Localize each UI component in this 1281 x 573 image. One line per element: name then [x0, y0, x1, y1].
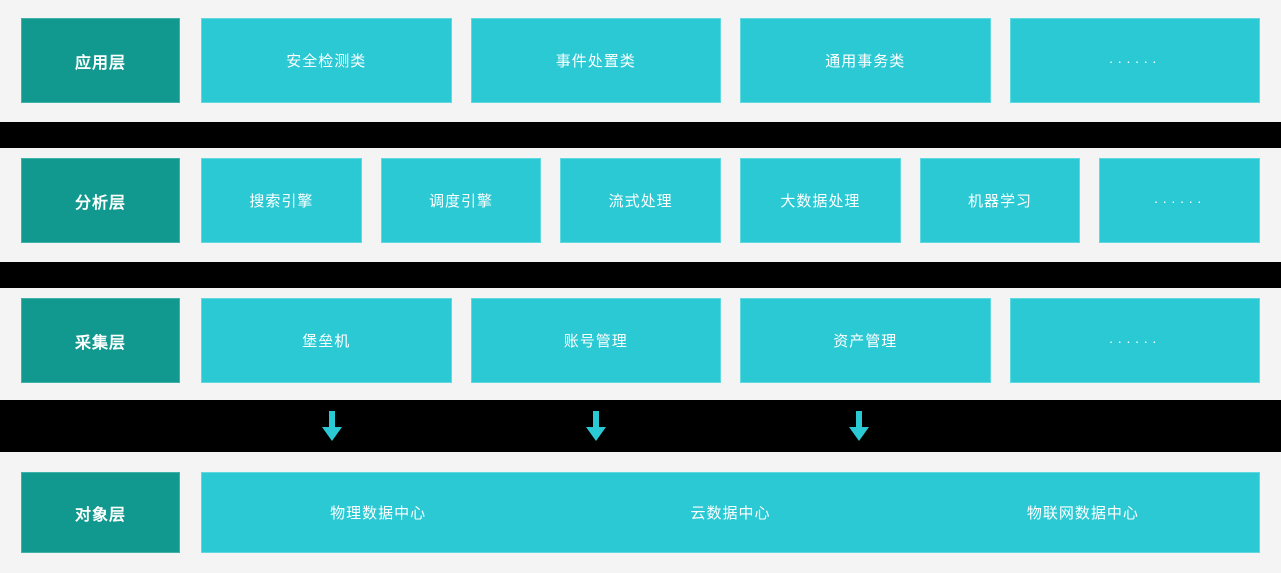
object-layer-segment: 物联网数据中心 — [1026, 505, 1139, 522]
layer-item-box[interactable]: 机器学习 — [919, 158, 1081, 243]
arrow-down-icon — [321, 411, 342, 441]
layer-item-box[interactable]: 调度引擎 — [380, 158, 542, 243]
layer-label-collection[interactable]: 采集层 — [21, 298, 180, 383]
arrow-slot-3 — [727, 409, 991, 443]
layer-row-application: 应用层 安全检测类 事件处置类 通用事务类 ······ — [0, 18, 1281, 103]
layer-item-more-box[interactable]: ······ — [1099, 158, 1261, 243]
flow-arrow-band — [0, 400, 1281, 452]
layer-item-box[interactable]: 通用事务类 — [740, 18, 991, 103]
layer-item-box[interactable]: 搜索引擎 — [201, 158, 362, 243]
divider-band-2 — [0, 262, 1281, 288]
arrow-down-icon — [849, 411, 870, 441]
layer-item-box[interactable]: 大数据处理 — [740, 158, 901, 243]
arrow-down-icon — [585, 411, 606, 441]
layer-label-analysis[interactable]: 分析层 — [21, 158, 180, 243]
layer-items-collection: 堡垒机 账号管理 资产管理 ······ — [201, 298, 1260, 383]
layer-row-object: 对象层 物理数据中心 云数据中心 物联网数据中心 — [0, 472, 1281, 553]
layer-row-collection: 采集层 堡垒机 账号管理 资产管理 ······ — [0, 298, 1281, 383]
layer-label-application[interactable]: 应用层 — [21, 18, 180, 103]
layer-item-box[interactable]: 流式处理 — [560, 158, 722, 243]
object-layer-segment: 云数据中心 — [690, 505, 771, 522]
object-layer-box[interactable]: 物理数据中心 云数据中心 物联网数据中心 — [201, 472, 1260, 553]
layer-row-analysis: 分析层 搜索引擎 调度引擎 流式处理 大数据处理 机器学习 ······ — [0, 158, 1281, 243]
layer-item-more-box[interactable]: ······ — [1009, 298, 1260, 383]
layer-items-analysis: 搜索引擎 调度引擎 流式处理 大数据处理 机器学习 ······ — [201, 158, 1261, 243]
object-layer-segment: 物理数据中心 — [330, 505, 427, 522]
layer-item-more-box[interactable]: ······ — [1009, 18, 1260, 103]
layer-item-box[interactable]: 事件处置类 — [470, 18, 721, 103]
layer-item-box[interactable]: 安全检测类 — [201, 18, 452, 103]
layer-item-box[interactable]: 堡垒机 — [201, 298, 452, 383]
arrow-slot-2 — [464, 409, 728, 443]
divider-band-1 — [0, 122, 1281, 148]
layer-items-application: 安全检测类 事件处置类 通用事务类 ······ — [201, 18, 1260, 103]
layer-item-box[interactable]: 账号管理 — [470, 298, 721, 383]
arrow-slot-1 — [200, 409, 464, 443]
layer-label-object[interactable]: 对象层 — [21, 472, 180, 553]
layer-item-box[interactable]: 资产管理 — [740, 298, 991, 383]
